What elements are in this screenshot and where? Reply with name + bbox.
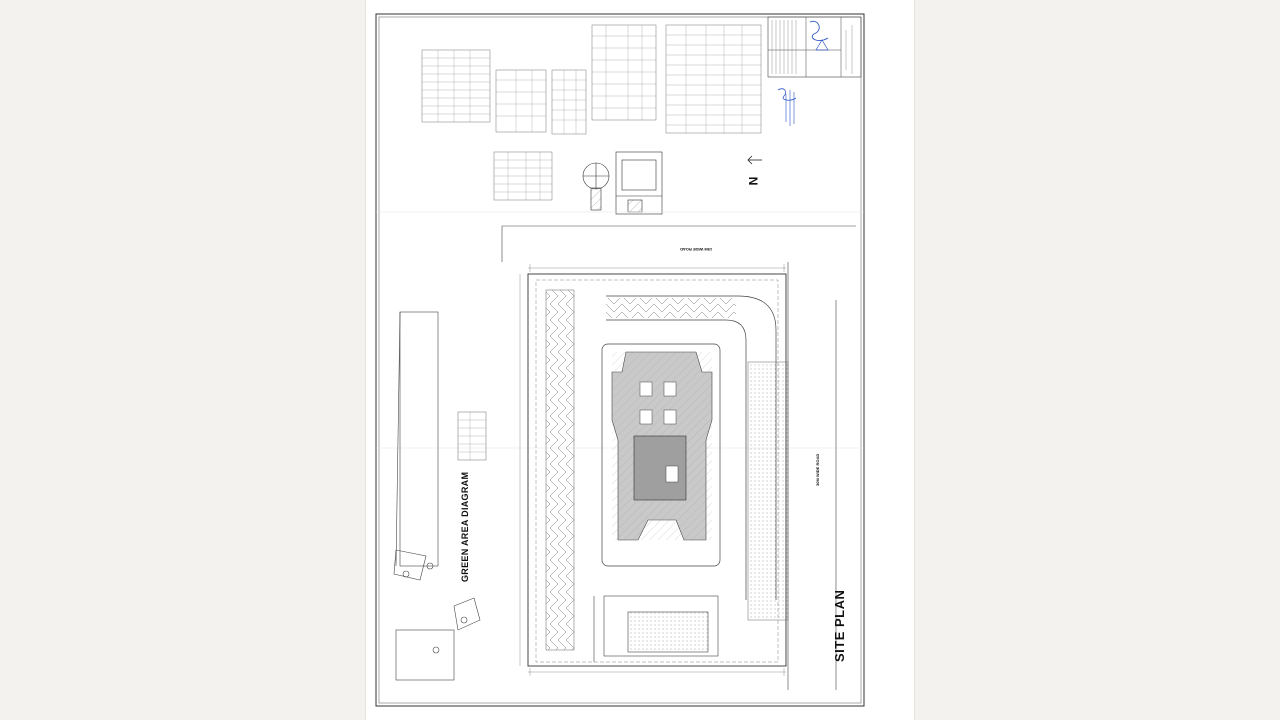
parking-strip-west: [545, 289, 575, 651]
site-plan-title: SITE PLAN: [832, 589, 847, 662]
south-blocks: [593, 595, 719, 662]
green-area-diagram-title: GREEN AREA DIAGRAM: [460, 471, 470, 582]
road-east-label: 30M WIDE ROAD: [815, 453, 820, 486]
area-tables: [421, 24, 762, 201]
green-strip-east: [747, 361, 789, 621]
inner-border: [378, 16, 862, 704]
title-block: [767, 16, 862, 126]
site-plan-drawing: [375, 13, 865, 707]
road-east: [787, 262, 837, 690]
road-north-label: 15M WIDE ROAD: [680, 247, 713, 252]
driveway: [606, 295, 777, 600]
road-north: [501, 225, 856, 262]
north-label: N: [746, 176, 761, 186]
signature-stamp: [809, 20, 829, 41]
north-arrow-icon: [747, 155, 762, 165]
drawing-sheet: SITE PLAN GREEN AREA DIAGRAM 30M WIDE RO…: [366, 0, 914, 720]
building-footprint: [601, 343, 721, 567]
outer-border: [375, 13, 865, 707]
green-area-diagram: [393, 311, 487, 681]
rainwater-detail: [582, 151, 663, 215]
